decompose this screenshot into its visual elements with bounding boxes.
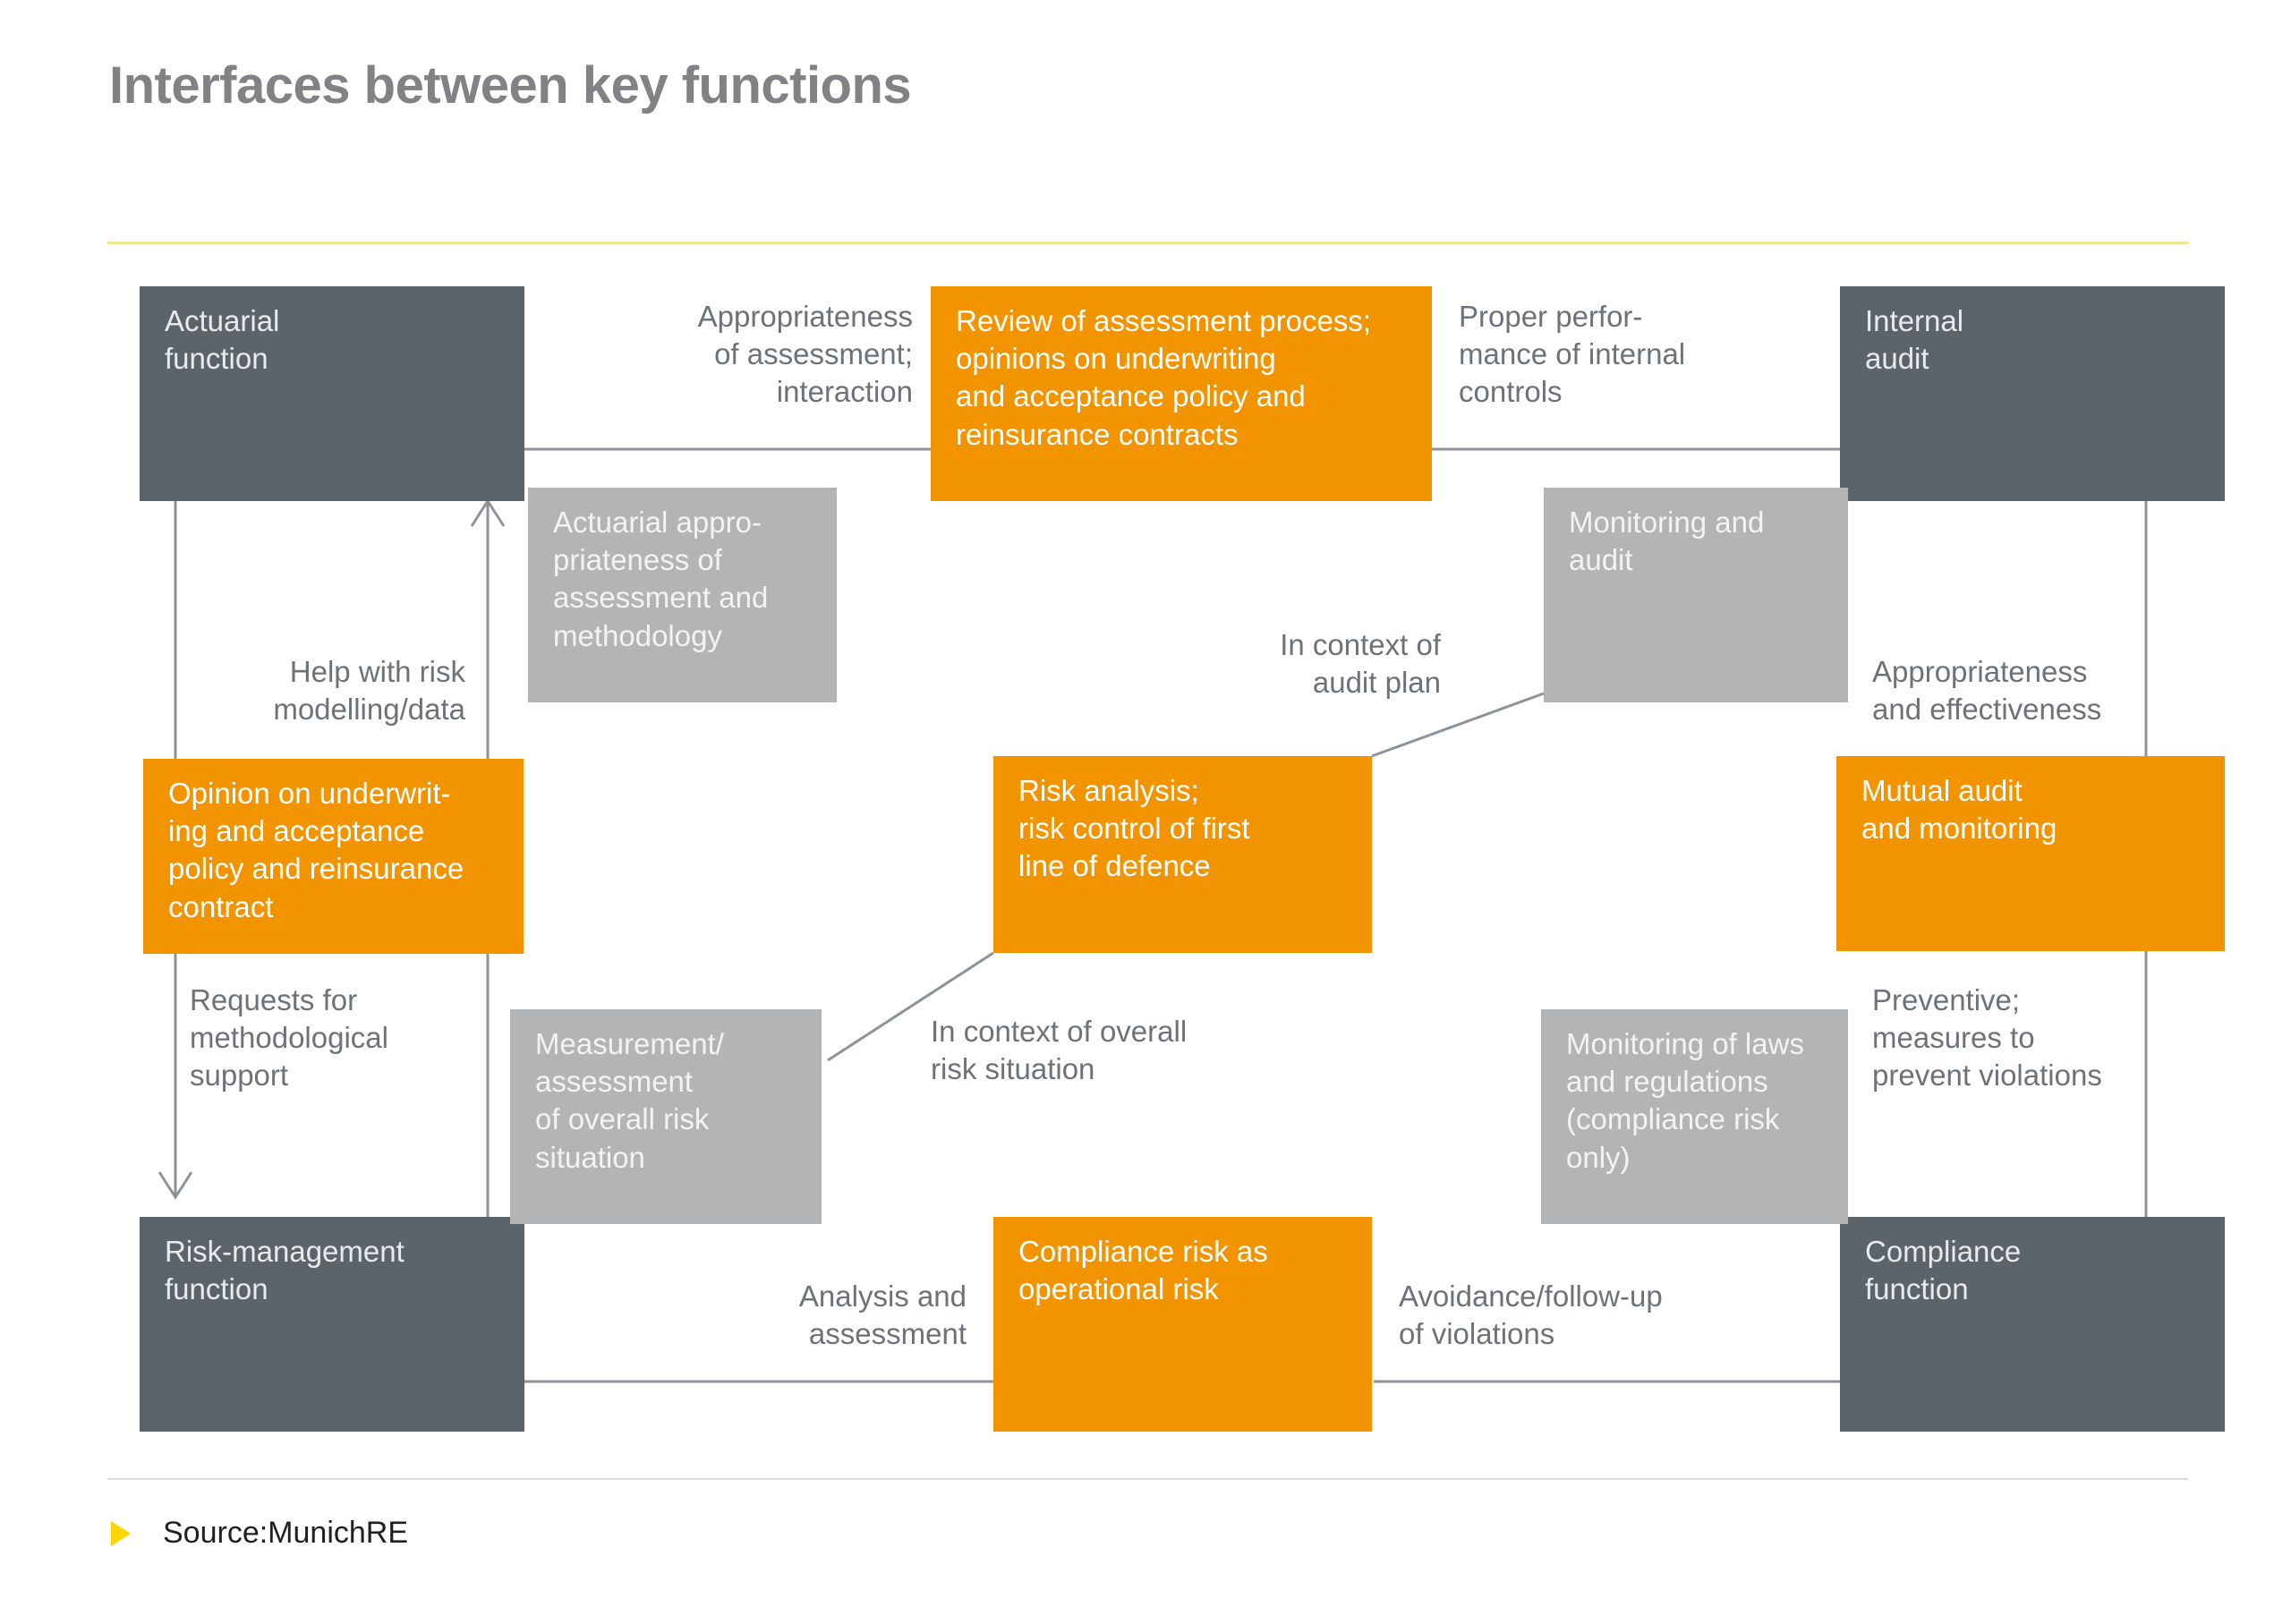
box-actuarial-appropriateness[interactable]: Actuarial appro- priateness of assessmen… xyxy=(528,488,837,702)
footer-divider xyxy=(107,1478,2188,1480)
label-preventive-measures: Preventive; measures to prevent violatio… xyxy=(1872,983,2102,1093)
box-risk-analysis[interactable]: Risk analysis; risk control of first lin… xyxy=(993,756,1372,953)
box-compliance-risk-as-operational-risk[interactable]: Compliance risk as operational risk xyxy=(993,1217,1372,1432)
label-in-context-of-overall-risk: In context of overall risk situation xyxy=(931,1015,1188,1086)
box-internal-audit[interactable]: Internal audit xyxy=(1840,286,2225,501)
box-mutual-audit-and-monitoring[interactable]: Mutual audit and monitoring xyxy=(1836,756,2225,951)
title-divider xyxy=(107,242,2188,244)
label-proper-performance-of-controls: Proper perfor- mance of internal control… xyxy=(1459,300,1686,409)
label-in-context-of-audit-plan: In context of audit plan xyxy=(1280,628,1441,700)
box-compliance-function[interactable]: Compliance function xyxy=(1840,1217,2225,1432)
label-avoidance-follow-up: Avoidance/follow-up of violations xyxy=(1399,1280,1663,1351)
box-measurement-assessment[interactable]: Measurement/ assessment of overall risk … xyxy=(510,1009,822,1224)
box-review-of-assessment-process[interactable]: Review of assessment process; opinions o… xyxy=(931,286,1432,501)
box-monitoring-of-laws[interactable]: Monitoring of laws and regulations (comp… xyxy=(1541,1009,1848,1224)
box-monitoring-and-audit[interactable]: Monitoring and audit xyxy=(1544,488,1848,702)
source-label: Source:MunichRE xyxy=(163,1516,409,1550)
triangle-bullet-icon xyxy=(111,1520,131,1546)
label-appropriateness-and-effectiveness: Appropriateness and effectiveness xyxy=(1872,655,2102,727)
label-appropriateness-of-assessment: Appropriateness of assessment; interacti… xyxy=(697,300,913,409)
box-risk-management-function[interactable]: Risk-management function xyxy=(140,1217,524,1432)
box-actuarial-function[interactable]: Actuarial function xyxy=(140,286,524,501)
box-opinion-on-underwriting[interactable]: Opinion on underwrit- ing and acceptance… xyxy=(143,759,524,954)
label-help-with-risk-modelling: Help with risk modelling/data xyxy=(273,655,465,727)
page-title: Interfaces between key functions xyxy=(109,56,912,115)
label-analysis-and-assessment: Analysis and assessment xyxy=(798,1280,967,1351)
label-requests-for-methodological-support: Requests for methodological support xyxy=(190,983,388,1093)
footer: Source:MunichRE xyxy=(111,1516,408,1551)
